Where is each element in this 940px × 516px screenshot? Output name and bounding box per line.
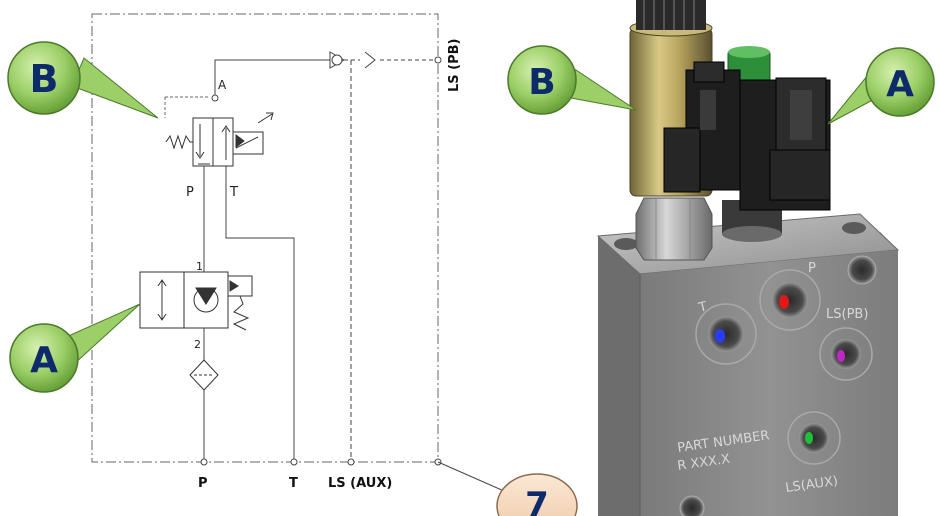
valve-block-3d: T P LS(PB) PART NUMBER R XXX.X LS(AUX) [596,0,900,516]
port-label-ls-pb: LS (PB) [447,39,462,93]
mark-t: T [229,185,238,200]
port-t-hole [695,303,757,365]
connector-left [663,61,741,193]
callout-b-left: B [7,41,159,119]
callout-seven: 7 [496,473,578,516]
engr-ls-pb: LS(PB) [826,307,868,322]
port-ls-pb-hole [819,327,873,381]
mark-a: A [218,78,227,92]
port-ls-aux-hole [787,411,841,465]
hydraulic-schematic [91,13,521,499]
engr-ls-aux: LS(AUX) [784,474,839,496]
port-label-p: P [198,476,208,491]
mark-one: 1 [196,260,203,273]
engr-t: T [696,299,708,316]
engr-p: P [808,261,816,276]
callout-b-right-letter: B [528,62,555,103]
callout-b-left-letter: B [30,57,59,101]
callout-b-right: B [507,45,637,115]
callout-seven-number: 7 [525,485,549,516]
callout-a-right-letter: A [886,64,914,105]
connector-right [739,77,831,211]
engr-part-code: R XXX.X [676,452,731,474]
mark-two: 2 [194,338,201,351]
port-p-hole [759,269,821,331]
callout-a-right: A [827,47,935,125]
port-label-ls-aux: LS (AUX) [328,476,392,491]
mark-p: P [186,185,194,200]
port-label-t: T [289,476,298,491]
callout-a-left-letter: A [30,340,58,381]
callout-a-left: A [9,303,141,393]
